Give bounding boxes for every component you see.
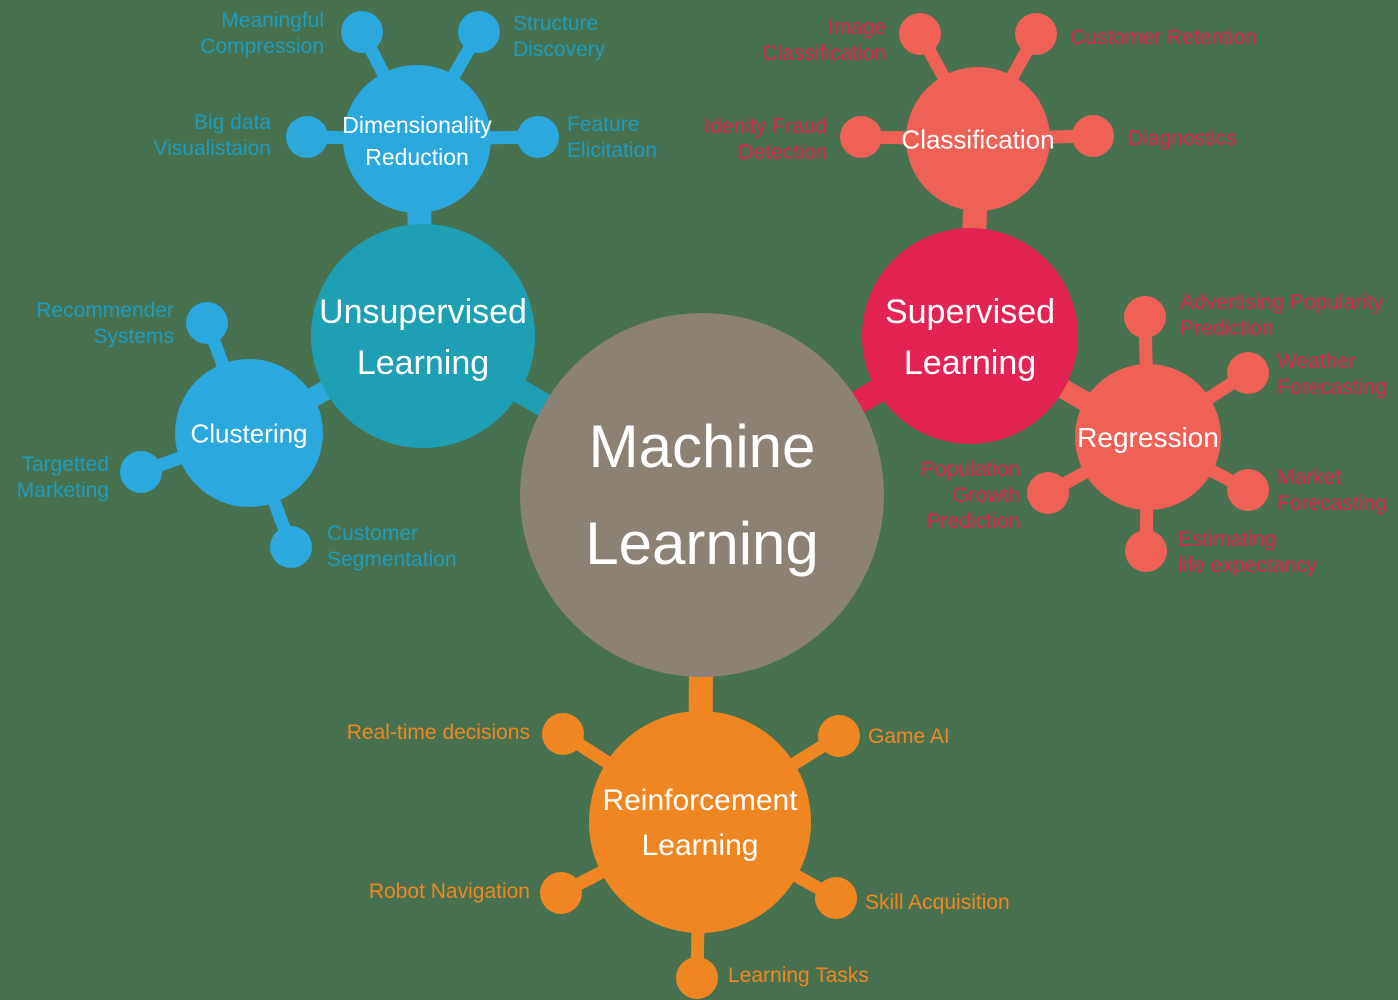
satellite-meaningful-compression <box>341 11 383 53</box>
node-supervised-learning <box>862 228 1078 444</box>
satellite-robot-navigation <box>540 872 582 914</box>
node-reinforcement-learning <box>589 711 811 933</box>
node-clustering <box>175 359 323 507</box>
satellite-diagnostics <box>1072 115 1114 157</box>
node-dimensionality-reduction <box>343 65 491 213</box>
node-unsupervised-learning <box>311 224 535 448</box>
satellite-customer-retention <box>1015 13 1057 55</box>
satellite-advertising-popularity <box>1124 296 1166 338</box>
satellite-weather-forecasting <box>1227 352 1269 394</box>
satellite-real-time-decisions <box>542 713 584 755</box>
satellite-game-ai <box>818 715 860 757</box>
satellite-market-forecasting <box>1227 469 1269 511</box>
satellite-identity-fraud-detection <box>840 116 882 158</box>
satellite-skill-acquisition <box>815 877 857 919</box>
satellite-targetted-marketing <box>120 451 162 493</box>
satellite-population-growth <box>1027 472 1069 514</box>
hub-nodes <box>175 65 1221 933</box>
satellite-estimating-life-expectancy <box>1125 530 1167 572</box>
node-regression <box>1075 364 1221 510</box>
satellite-nodes <box>120 11 1269 999</box>
satellite-recommender-systems <box>186 302 228 344</box>
satellite-image-classification <box>899 13 941 55</box>
satellite-feature-elicitation <box>517 116 559 158</box>
satellite-big-data-visualistaion <box>286 116 328 158</box>
satellite-learning-tasks <box>676 957 718 999</box>
node-machine-learning <box>520 313 884 677</box>
satellite-customer-segmentation <box>270 526 312 568</box>
satellite-structure-discovery <box>458 11 500 53</box>
node-classification <box>906 67 1050 211</box>
